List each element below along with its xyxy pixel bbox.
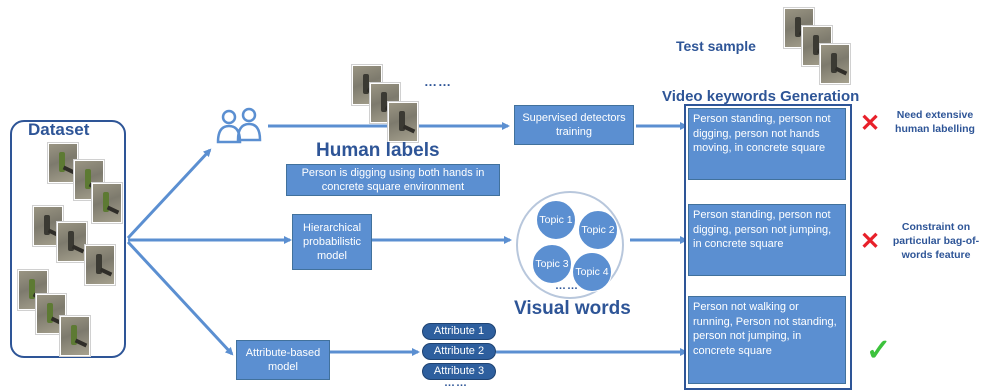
keywords-box-3: Person not walking or running, Person no…: [688, 296, 846, 384]
test-sample-label: Test sample: [676, 38, 756, 54]
check-mark: ✓: [866, 334, 892, 367]
human-label-thumbnail: [388, 102, 418, 142]
attribute-3: Attribute 3: [422, 363, 496, 380]
human-labels-title: Human labels: [316, 140, 440, 161]
keywords-title: Video keywords Generation: [662, 88, 860, 105]
dataset-thumbnail: [85, 245, 115, 285]
topic-1: Topic 1: [536, 200, 576, 240]
hierarchical-model-box: Hierarchical probabilistic model: [292, 214, 372, 270]
note-2: Constraint on particular bag-of-words fe…: [892, 221, 980, 261]
dataset-thumbnail: [48, 143, 78, 183]
dataset-thumbnail: [60, 316, 90, 356]
human-label-sentence: Person is digging using both hands in co…: [286, 164, 500, 196]
topic-4: Topic 4: [572, 252, 612, 292]
people-icon: [216, 107, 262, 144]
arrow-dataset-to-attribute: [126, 240, 234, 356]
arrow-dataset-to-human: [126, 148, 212, 240]
keywords-box-2: Person standing, person not digging, per…: [688, 204, 846, 276]
attribute-model-box: Attribute-based model: [236, 340, 330, 380]
human-label-dots: ……: [424, 74, 452, 89]
visual-words-title: Visual words: [514, 298, 631, 319]
topics-dots: ……: [555, 280, 579, 292]
supervised-detectors-box: Supervised detectors training: [514, 105, 634, 145]
keywords-box-1: Person standing, person not digging, per…: [688, 108, 846, 180]
attribute-2: Attribute 2: [422, 343, 496, 360]
dataset-thumbnail: [57, 222, 87, 262]
topic-3: Topic 3: [532, 244, 572, 284]
cross-mark-2: ✕: [860, 228, 881, 255]
test-sample-thumbnail: [820, 44, 850, 84]
attributes-dots: ……: [444, 377, 468, 389]
topic-2: Topic 2: [578, 210, 618, 250]
attribute-1: Attribute 1: [422, 323, 496, 340]
dataset-thumbnail: [92, 183, 122, 223]
cross-mark-1: ✕: [860, 110, 881, 137]
note-1: Need extensive human labelling: [895, 109, 975, 135]
dataset-label: Dataset: [28, 120, 90, 139]
